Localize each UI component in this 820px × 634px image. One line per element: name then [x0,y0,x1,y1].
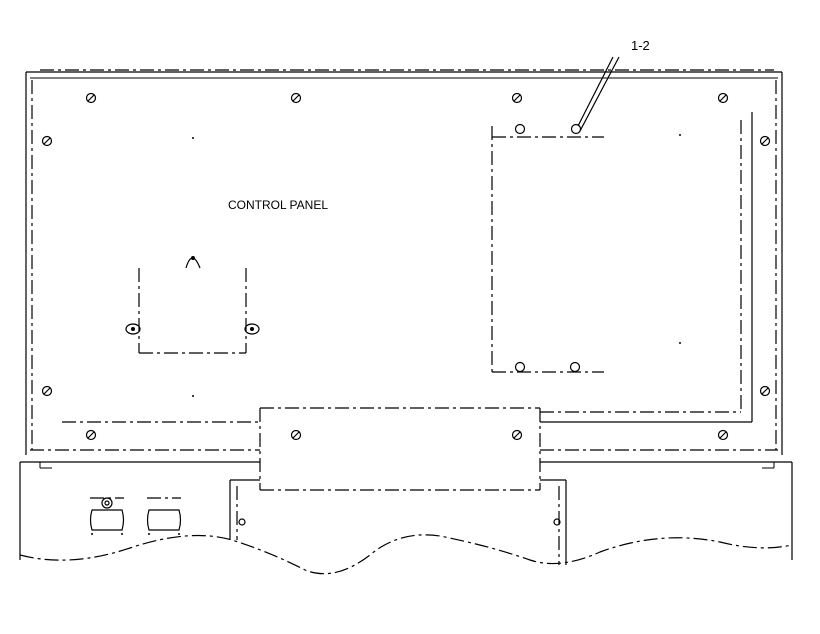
screw-icon [290,429,302,441]
screw-icon [759,385,771,397]
screw-icon [41,135,53,147]
screw-icon [511,429,523,441]
left-bracket [125,256,260,354]
screw-icon [759,135,771,147]
screw-icon [717,92,729,104]
screws [41,92,771,441]
right-module [491,123,604,373]
inner-frame [62,112,753,423]
callout-label: 1-2 [631,38,650,53]
screw-icon [41,385,53,397]
center-plate [259,407,541,491]
callout: 1-2 [577,38,650,132]
screw-icon [290,92,302,104]
screw-icon [511,92,523,104]
panel-title: CONTROL PANEL [228,198,328,212]
connectors [89,497,182,535]
small-marks [192,134,681,397]
screw-icon [85,92,97,104]
lower-housing [19,461,793,575]
screw-icon [85,429,97,441]
outer-panel-outline [25,69,783,455]
screw-icon [717,429,729,441]
